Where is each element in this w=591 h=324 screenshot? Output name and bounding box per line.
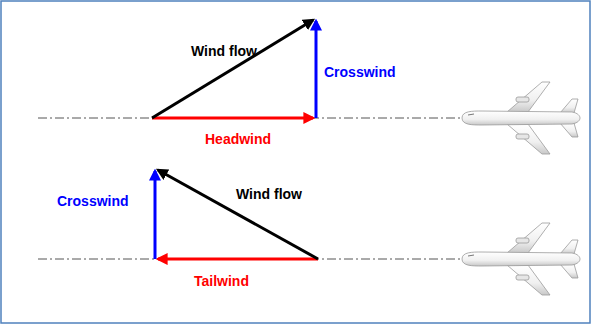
tailwind-arrow	[158, 258, 318, 261]
crosswind-arrow	[154, 171, 157, 259]
vector-label: Headwind	[205, 131, 271, 147]
wind-arrow	[152, 20, 313, 118]
vector-label: Wind flow	[191, 43, 257, 59]
vector-label: Tailwind	[194, 273, 249, 289]
axis-line	[38, 118, 466, 119]
headwind-arrow	[152, 117, 313, 120]
vector-label: Crosswind	[57, 193, 129, 209]
airplane	[462, 223, 580, 295]
vector-label: Wind flow	[236, 186, 302, 202]
wind-arrow	[158, 170, 318, 259]
vector-label: Crosswind	[324, 64, 396, 80]
axis-line	[38, 259, 466, 260]
airplane	[462, 82, 580, 154]
crosswind-arrow	[315, 21, 318, 118]
